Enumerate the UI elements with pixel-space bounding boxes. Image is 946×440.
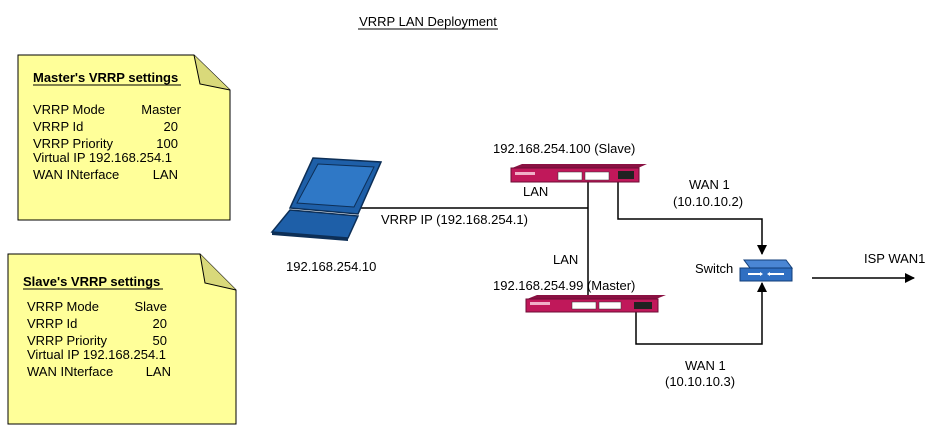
slave-row-label: Virtual IP 192.168.254.1 xyxy=(27,347,166,362)
master-row-value: 20 xyxy=(164,119,178,134)
slave-row-value: Slave xyxy=(134,299,167,314)
master-note-heading: Master's VRRP settings xyxy=(33,70,178,85)
master-row-label: Virtual IP 192.168.254.1 xyxy=(33,150,172,165)
router-icon xyxy=(525,295,666,313)
slave-row-label: WAN INterface xyxy=(27,364,113,379)
wan-link-slave xyxy=(617,182,767,255)
wan-link-master xyxy=(635,282,767,345)
master-row-label: VRRP Priority xyxy=(33,136,113,151)
lan-label-top: LAN xyxy=(523,184,548,199)
connection-lines xyxy=(360,182,915,345)
isp-label: ISP WAN1 xyxy=(864,251,925,266)
slave-row-label: VRRP Id xyxy=(27,316,77,331)
wan-bottom-ip-label: (10.10.10.3) xyxy=(665,374,735,389)
slave-settings-note: Slave's VRRP settings VRRP Mode Slave VR… xyxy=(7,253,237,425)
master-row-value: 100 xyxy=(156,136,178,151)
switch-label: Switch xyxy=(695,261,733,276)
switch-icon xyxy=(739,259,793,282)
laptop-ip-label: 192.168.254.10 xyxy=(286,259,376,274)
slave-row-label: VRRP Priority xyxy=(27,333,107,348)
master-row-label: VRRP Id xyxy=(33,119,83,134)
lan-label-middle: LAN xyxy=(553,252,578,267)
wan-bottom-name-label: WAN 1 xyxy=(685,358,726,373)
wan-top-name-label: WAN 1 xyxy=(689,177,730,192)
master-router-label: 192.168.254.99 (Master) xyxy=(493,278,635,293)
slave-note-heading: Slave's VRRP settings xyxy=(23,274,160,289)
vrrp-ip-label: VRRP IP (192.168.254.1) xyxy=(381,212,528,227)
diagram-title: VRRP LAN Deployment xyxy=(359,14,497,29)
master-row-label: VRRP Mode xyxy=(33,102,105,117)
slave-row-label: VRRP Mode xyxy=(27,299,99,314)
master-row-value: LAN xyxy=(153,167,178,182)
master-row-value: Master xyxy=(141,102,181,117)
slave-router-label: 192.168.254.100 (Slave) xyxy=(493,141,635,156)
slave-row-value: LAN xyxy=(146,364,171,379)
wan-top-ip-label: (10.10.10.2) xyxy=(673,194,743,209)
slave-row-value: 20 xyxy=(153,316,167,331)
router-icon xyxy=(510,164,647,183)
master-row-label: WAN INterface xyxy=(33,167,119,182)
master-settings-note: Master's VRRP settings VRRP Mode Master … xyxy=(17,54,231,221)
slave-row-value: 50 xyxy=(153,333,167,348)
laptop-icon xyxy=(270,157,383,241)
